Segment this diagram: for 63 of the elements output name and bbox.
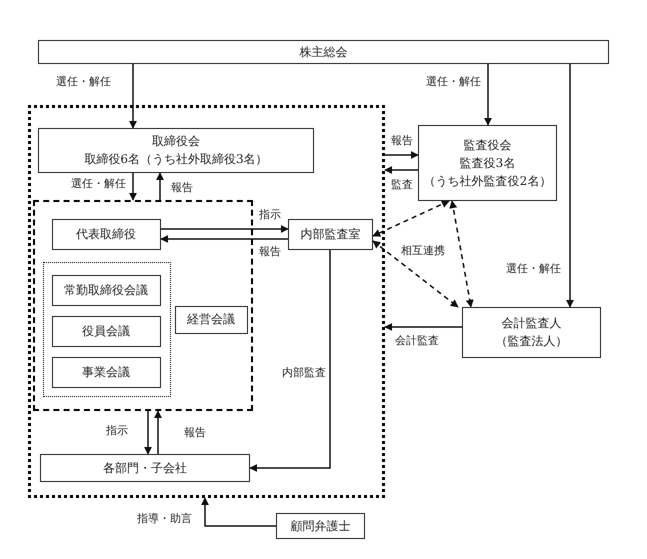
assembly-box [38,40,609,64]
process-box [40,454,250,482]
node-text: 会計監査人 [502,316,562,331]
meeting-group [42,262,170,396]
arrow [384,166,418,174]
node-text: （監査法人） [494,334,568,349]
dashed-arrow [449,200,474,308]
executive-group [33,200,253,411]
auditor-board-box [418,125,557,201]
node-text: （うち社外監査役2名） [422,174,552,188]
accounting-auditor-box [462,307,601,358]
node-text: 代表取締役 [76,226,136,242]
node-text: 株主総会 [300,44,348,60]
arrow [156,172,164,200]
node-text: 取締役6名（うち社外取締役3名） [83,152,269,167]
arrow [161,225,289,233]
edge-label: 選任・解任 [70,177,127,191]
process-box [288,219,373,250]
process-box [52,274,160,306]
process-box [52,316,160,346]
process-box [276,513,365,539]
edge-label: 指示 [258,208,282,222]
arrow [384,323,462,331]
arrow [129,173,137,201]
edge-label: 内部監査 [281,366,327,380]
node-text: 取締役会 [152,134,200,149]
edge-label: 選任・解任 [425,75,482,89]
node-text: 顧問弁護士 [290,518,350,534]
edge-label: 選任・解任 [55,75,112,89]
board-box [38,128,314,173]
arrow [201,497,276,527]
arrow [249,250,331,472]
edge-label: 指示 [105,424,129,438]
edge-label: 会計監査 [394,334,440,348]
node-text: 経営会議 [187,312,235,327]
arrow [566,64,574,308]
node-text: 役員会議 [82,324,130,338]
company-boundary [28,105,385,498]
arrow [160,235,288,243]
node-text: 各部門・子会社 [103,460,187,476]
edge-label: 選任・解任 [505,262,562,276]
process-box [52,218,160,250]
arrow [129,64,137,129]
arrow [154,410,162,454]
process-box [52,356,160,388]
dashed-arrow [372,200,450,237]
edge-label: 報告 [170,181,194,195]
edge-label: 指導・助言 [136,512,193,526]
edge-label: 相互連携 [400,244,446,258]
node-text: 内部監査室 [300,227,360,242]
edge-label: 監査 [390,178,414,192]
arrow [385,151,419,159]
node-text: 事業会議 [82,364,130,380]
node-text: 監査役3名 [458,156,516,170]
dashed-arrow [372,240,459,308]
arrow [144,411,152,455]
edge-label: 報告 [258,245,282,259]
edge-label: 報告 [183,426,207,440]
node-text: 監査役会 [464,138,512,152]
process-box [174,306,248,334]
arrow [484,64,492,126]
node-text: 常勤取締役会議 [64,282,148,298]
edge-label: 報告 [390,134,414,148]
